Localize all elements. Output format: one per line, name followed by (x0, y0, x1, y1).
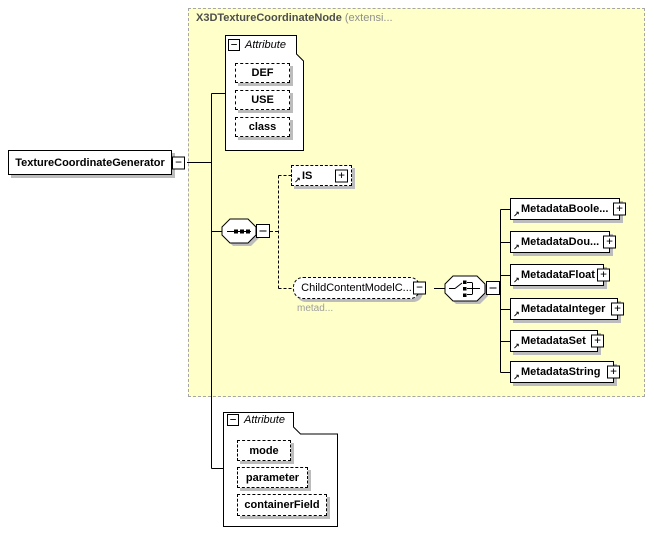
element-label: MetadataFloat (521, 269, 595, 281)
element-label: MetadataString (521, 366, 601, 378)
choice-indicator (444, 275, 500, 304)
solid-connector-lines (187, 93, 510, 469)
collapse-toggle[interactable] (486, 281, 500, 295)
collapse-toggle[interactable]: − (228, 39, 240, 51)
attribute-label: parameter (245, 471, 300, 484)
expand-toggle[interactable]: + (603, 235, 616, 249)
attribute-label: mode (249, 444, 279, 457)
sequence-icon-dot (234, 229, 238, 234)
attribute-group-header-bottom: − Attribute (227, 414, 285, 426)
attribute-node-containerfield[interactable]: containerField (237, 494, 327, 516)
attribute-label: class (248, 121, 277, 133)
metadata-double-node[interactable]: ↗ MetadataDou... + (510, 231, 616, 253)
attribute-group-title: Attribute (245, 39, 286, 51)
is-element-label: IS (302, 169, 313, 182)
child-content-model-label: ChildContentModelC... (301, 282, 412, 294)
metadata-boolean-node[interactable]: ↗ MetadataBoole... + (510, 198, 626, 220)
choice-icon (449, 280, 480, 297)
metadata-string-node[interactable]: ↗ MetadataString + (510, 361, 620, 383)
element-label: MetadataSet (521, 335, 586, 347)
expand-toggle[interactable]: + (597, 268, 610, 282)
attribute-label: USE (251, 94, 274, 106)
expand-toggle[interactable]: + (591, 334, 604, 348)
attribute-label: containerField (244, 499, 320, 511)
attribute-node-use[interactable]: USE (235, 90, 290, 110)
sequence-icon-dot (246, 229, 250, 234)
metadata-set-node[interactable]: ↗ MetadataSet + (510, 330, 604, 352)
expand-toggle[interactable]: + (335, 169, 348, 182)
reference-arrow-icon: ↗ (513, 243, 520, 252)
attribute-group-header-top: − Attribute (228, 39, 286, 51)
expand-toggle[interactable]: + (607, 365, 620, 379)
child-content-model-node[interactable]: ChildContentModelC... − (293, 277, 426, 299)
attribute-node-parameter[interactable]: parameter (237, 467, 308, 488)
base-type-annotation: (extensi... (344, 12, 393, 24)
reference-arrow-icon: ↗ (294, 176, 301, 185)
collapse-toggle[interactable] (256, 224, 270, 238)
base-type-name: X3DTextureCoordinateNode (196, 12, 342, 24)
attribute-label: DEF (251, 67, 274, 79)
is-element-node[interactable]: ↗ IS + (291, 165, 352, 186)
metadata-integer-node[interactable]: ↗ MetadataInteger + (510, 298, 624, 320)
attribute-node-class[interactable]: class (235, 117, 290, 137)
element-label: MetadataInteger (521, 303, 606, 315)
sequence-indicator (221, 218, 270, 246)
metadata-float-node[interactable]: ↗ MetadataFloat + (510, 264, 610, 286)
dashed-connector-lines (270, 175, 293, 289)
reference-arrow-icon: ↗ (513, 210, 520, 219)
collapse-toggle[interactable]: − (413, 281, 426, 295)
root-element-label: TextureCoordinateGenerator (15, 156, 165, 169)
expand-toggle[interactable]: + (611, 302, 624, 316)
element-label: MetadataDou... (521, 236, 600, 248)
collapse-toggle[interactable]: − (172, 156, 185, 169)
reference-arrow-icon: ↗ (513, 373, 520, 382)
attribute-node-def[interactable]: DEF (235, 63, 290, 83)
reference-arrow-icon: ↗ (513, 310, 520, 319)
collapse-toggle[interactable]: − (227, 414, 239, 426)
element-label: MetadataBoole... (521, 203, 609, 215)
base-type-header: X3DTextureCoordinateNode(extensi... (196, 12, 393, 24)
reference-arrow-icon: ↗ (513, 342, 520, 351)
expand-toggle[interactable]: + (613, 202, 626, 216)
root-element-node[interactable]: TextureCoordinateGenerator − (8, 150, 185, 175)
attribute-group-title: Attribute (244, 414, 285, 426)
attribute-node-mode[interactable]: mode (237, 440, 291, 461)
reference-arrow-icon: ↗ (513, 276, 520, 285)
child-content-annotation: metad... (297, 303, 334, 314)
sequence-icon-dot (240, 229, 244, 234)
